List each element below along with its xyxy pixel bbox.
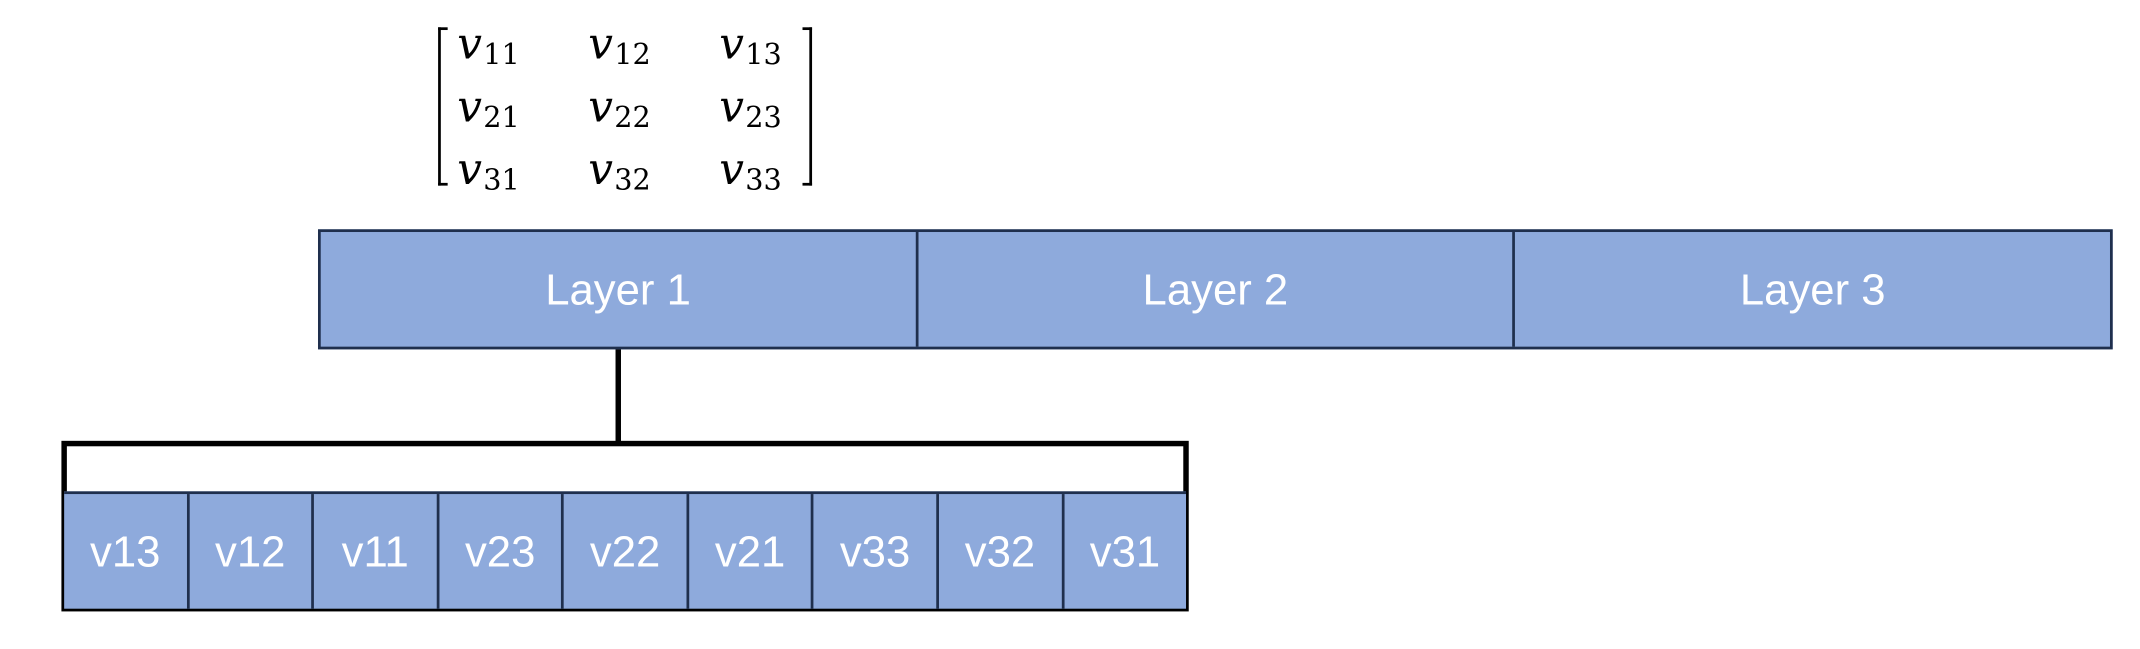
memory-cell-v21: v21 — [686, 494, 811, 609]
memory-cell-v23: v23 — [436, 494, 561, 609]
matrix-cell: v11 — [457, 17, 520, 71]
matrix-cell: v31 — [457, 143, 520, 197]
connector-line — [615, 349, 621, 445]
memory-cell-v11: v11 — [311, 494, 436, 609]
matrix-cell: v12 — [588, 17, 651, 71]
matrix-cell: v33 — [719, 143, 782, 197]
layer-1-box: Layer 1 — [545, 264, 691, 314]
memory-cell-v33: v33 — [811, 494, 936, 609]
memory-cell-v22: v22 — [561, 494, 686, 609]
matrix-cell: v22 — [588, 80, 651, 134]
memory-row: v13 v12 v11 v23 v22 v21 v33 v32 v31 — [64, 491, 1187, 609]
memory-cell-v12: v12 — [186, 494, 311, 609]
layer-bar: Layer 1 Layer 2 Layer 3 — [317, 229, 2113, 350]
matrix-cell: v23 — [719, 80, 782, 134]
layer-2-box: Layer 2 — [915, 232, 1512, 347]
matrix-cell: v13 — [719, 17, 782, 71]
matrix: v11 v12 v13 v21 v22 v23 v31 v32 v33 — [438, 17, 813, 194]
matrix-left-bracket — [438, 27, 448, 186]
layer-3-box: Layer 3 — [1512, 232, 2110, 347]
matrix-cell: v21 — [457, 80, 520, 134]
matrix-cell: v32 — [588, 143, 651, 197]
memory-cell-v32: v32 — [936, 494, 1061, 609]
matrix-right-bracket — [802, 27, 813, 186]
memory-cell-v31: v31 — [1061, 494, 1186, 609]
memory-cell-v13: v13 — [90, 526, 161, 576]
